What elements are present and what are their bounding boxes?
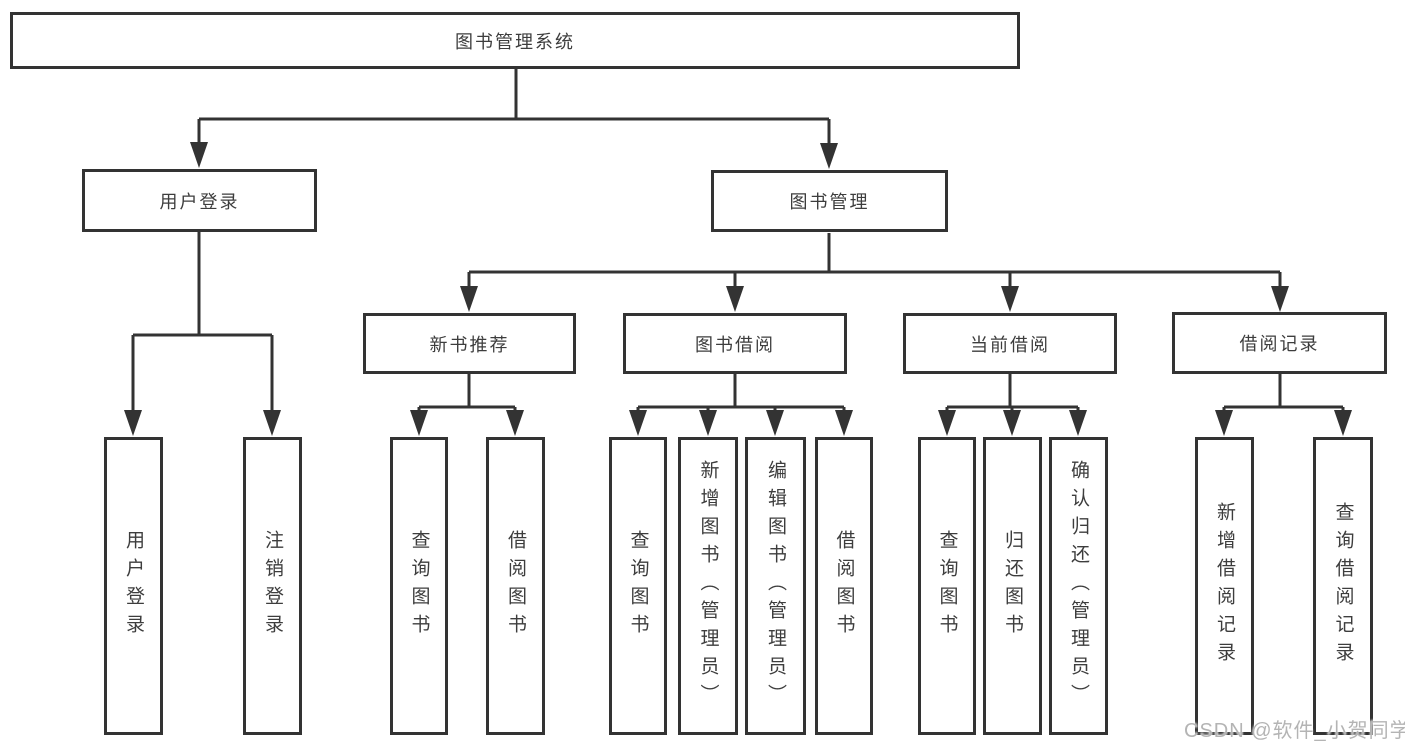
leaf-records-query-record: 查询借阅记录	[1313, 437, 1373, 735]
leaf-borrow-borrow-books: 借阅图书	[815, 437, 873, 735]
node-new-book-recommend: 新书推荐	[363, 313, 576, 374]
node-book-management: 图书管理	[711, 170, 948, 232]
arrowheads	[124, 142, 1352, 436]
leaf-recommend-borrow-books: 借阅图书	[486, 437, 545, 735]
node-user-login: 用户登录	[82, 169, 317, 232]
leaf-borrow-add-books-admin: 新增图书（管理员）	[678, 437, 738, 735]
leaf-borrow-edit-books-admin: 编辑图书（管理员）	[745, 437, 806, 735]
node-current-borrow: 当前借阅	[903, 313, 1117, 374]
leaf-current-confirm-return-admin: 确认归还（管理员）	[1049, 437, 1108, 735]
node-borrow-records: 借阅记录	[1172, 312, 1387, 374]
node-book-borrow: 图书借阅	[623, 313, 847, 374]
node-root: 图书管理系统	[10, 12, 1020, 69]
leaf-records-add-record: 新增借阅记录	[1195, 437, 1254, 735]
leaf-user-login: 用户登录	[104, 437, 163, 735]
leaf-recommend-query-books: 查询图书	[390, 437, 448, 735]
leaf-current-query-books: 查询图书	[918, 437, 976, 735]
leaf-borrow-query-books: 查询图书	[609, 437, 667, 735]
watermark: CSDN @软件_小贺同学	[1184, 720, 1405, 742]
leaf-logout: 注销登录	[243, 437, 302, 735]
leaf-current-return-books: 归还图书	[983, 437, 1042, 735]
